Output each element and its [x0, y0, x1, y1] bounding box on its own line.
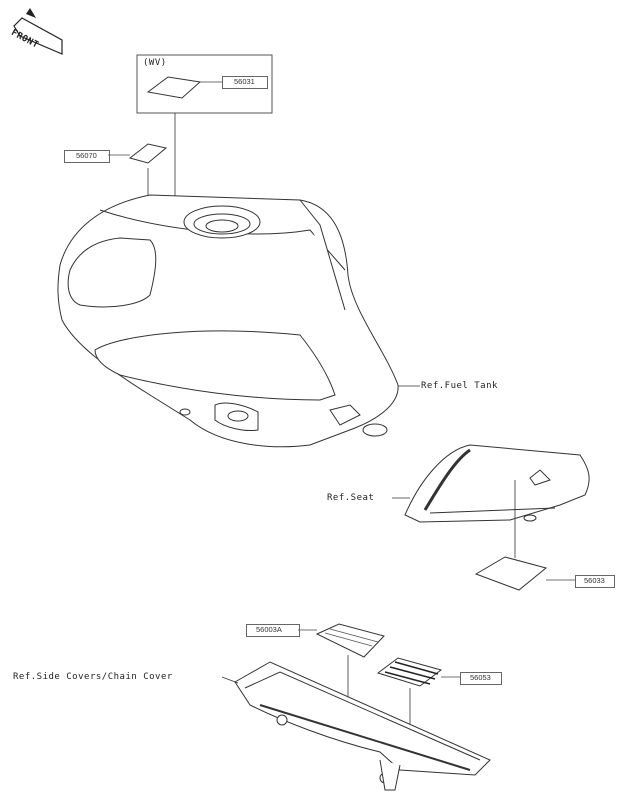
part-box-56053 — [460, 672, 502, 685]
decal-56053 — [376, 657, 443, 687]
ref-side-covers-label: Ref.Side Covers/Chain Cover — [13, 672, 173, 682]
chain-cover-illustration — [234, 661, 491, 791]
part-number-56070: 56070 — [76, 151, 97, 160]
part-box-56031 — [222, 76, 268, 89]
front-arrow-icon — [13, 8, 63, 55]
decal-56003a — [315, 623, 385, 658]
part-box-56003a — [246, 624, 300, 637]
part-number-56053: 56053 — [470, 673, 491, 682]
part-number-56003a: 56003A — [256, 625, 282, 634]
variant-label: (WV) — [143, 58, 167, 68]
decal-56070 — [128, 143, 168, 164]
part-number-56033: 56033 — [584, 576, 605, 585]
fuel-tank-illustration — [57, 194, 399, 448]
ref-fuel-tank-label: Ref.Fuel Tank — [421, 381, 498, 391]
part-box-56070 — [64, 150, 110, 163]
variant-box — [136, 54, 273, 114]
decal-56033 — [474, 556, 548, 591]
seat-illustration — [404, 444, 590, 523]
part-number-56031: 56031 — [234, 77, 255, 86]
ref-seat-label: Ref.Seat — [327, 493, 375, 503]
part-box-56033 — [575, 575, 615, 588]
decal-56031 — [146, 76, 202, 99]
